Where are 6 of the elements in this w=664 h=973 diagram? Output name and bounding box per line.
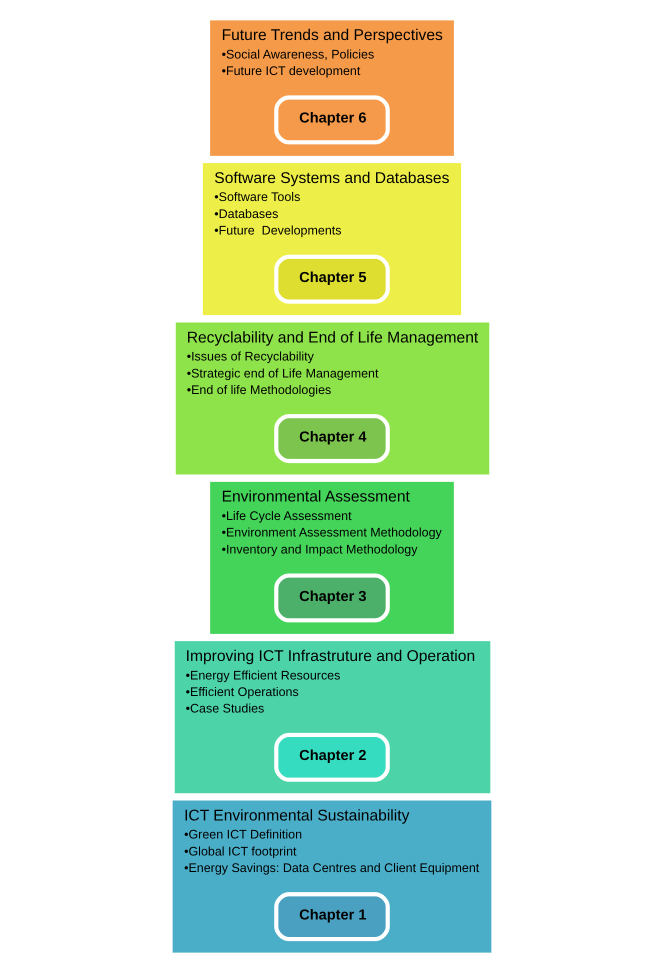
node-box: Chapter 4 bbox=[274, 414, 390, 464]
node-box: Chapter 2 bbox=[274, 732, 390, 782]
node-box: Chapter 5 bbox=[274, 254, 390, 304]
node-box: Chapter 1 bbox=[274, 892, 390, 942]
node-box: Chapter 6 bbox=[274, 95, 390, 144]
node-box: Chapter 3 bbox=[274, 573, 390, 622]
